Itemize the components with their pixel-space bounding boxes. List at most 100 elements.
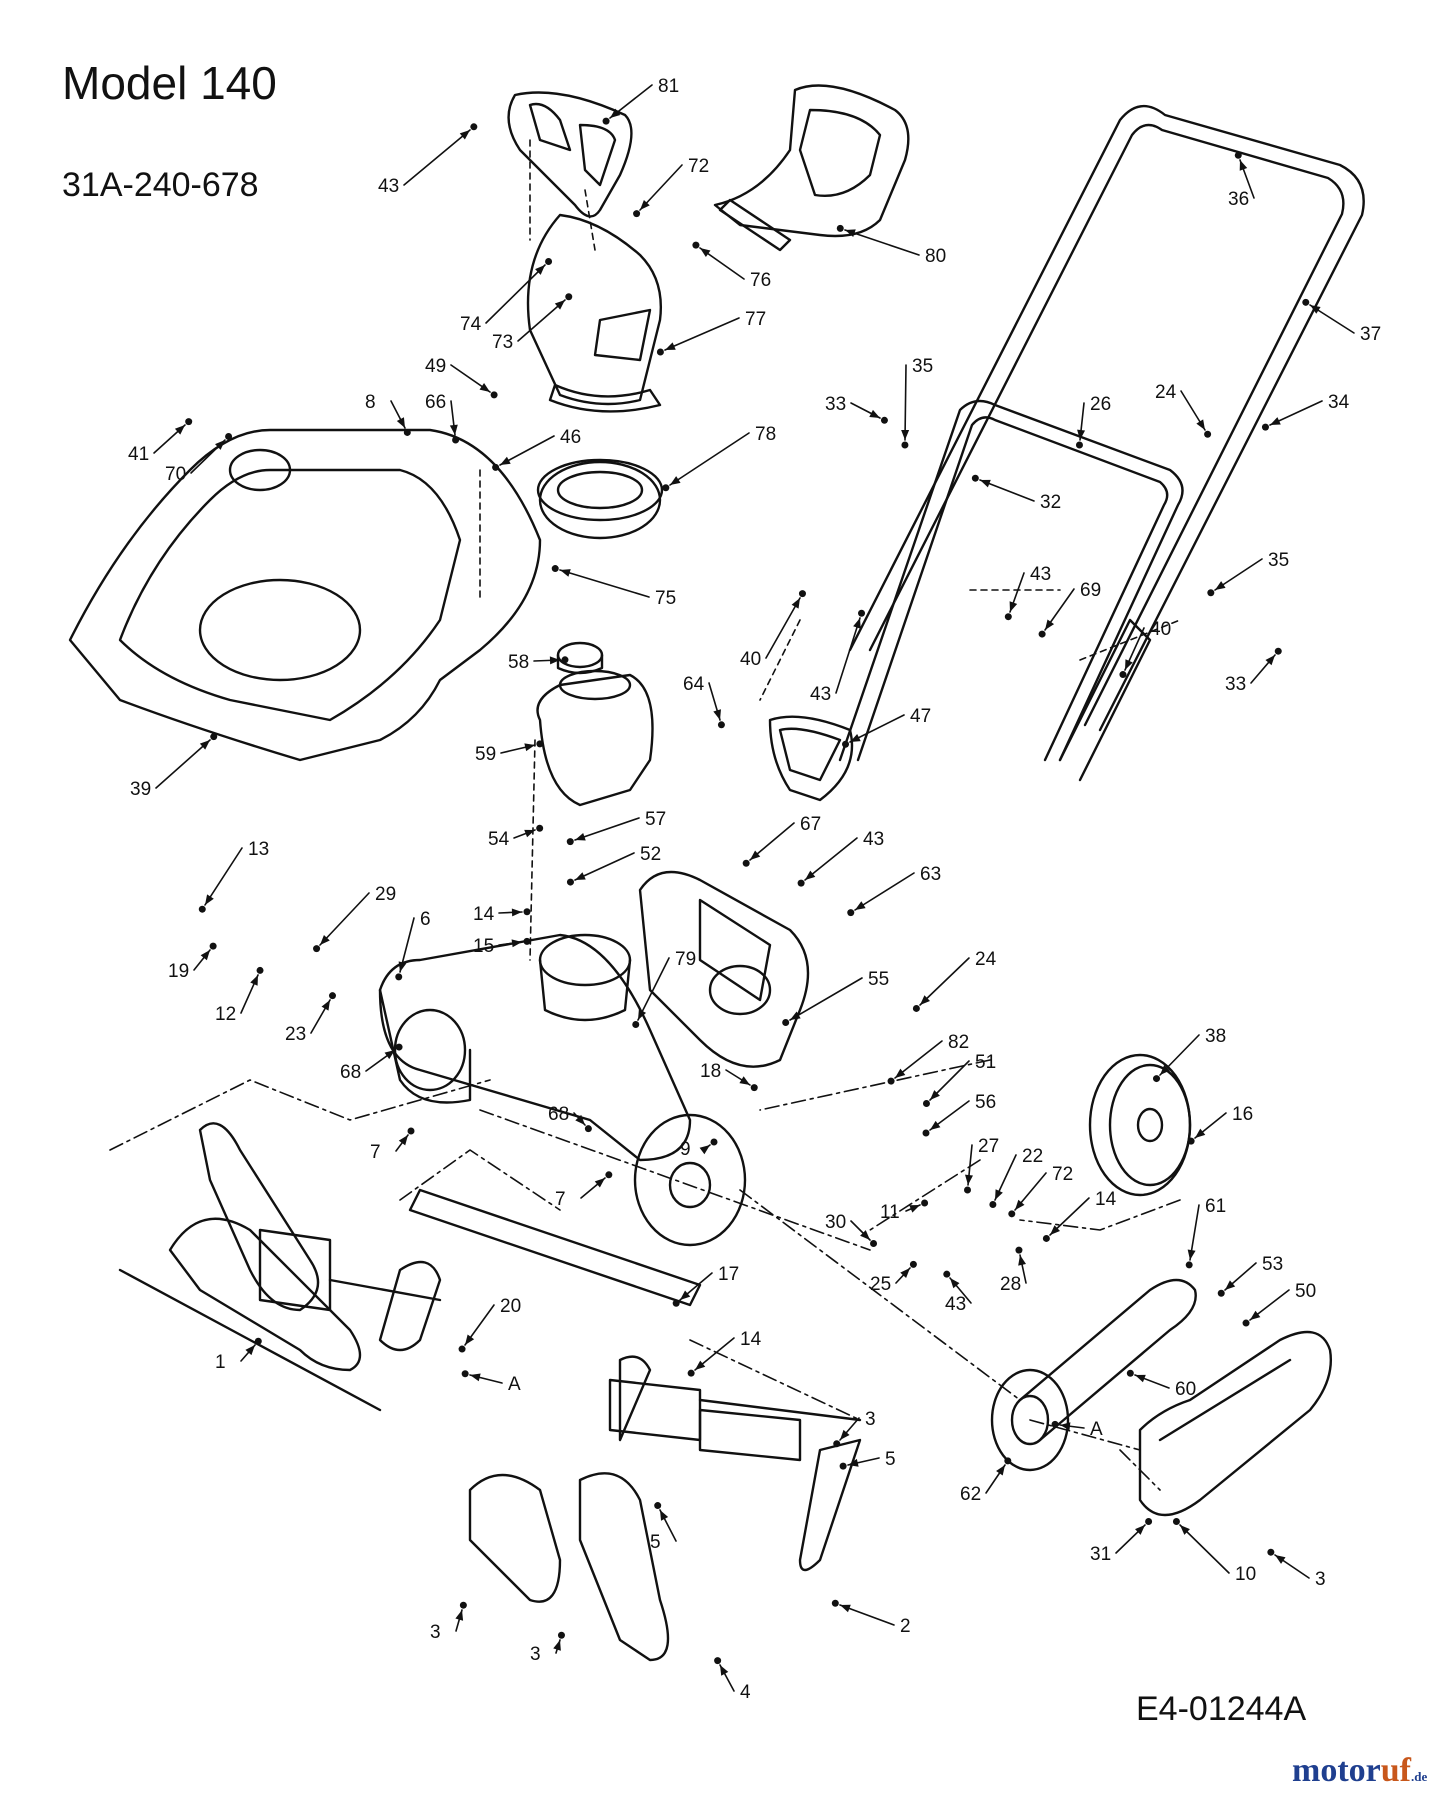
leader-line-29: [319, 892, 370, 946]
part-label-81: 81: [658, 76, 679, 97]
fastener-icon: [225, 433, 233, 441]
arrowhead-icon: [553, 1640, 561, 1651]
shroud-cover: [68, 428, 542, 762]
part-label-46: 46: [560, 427, 581, 448]
fastener-icon: [714, 1657, 722, 1665]
part-label-38: 38: [1205, 1026, 1226, 1047]
fastener-icon: [1126, 1369, 1134, 1377]
part-label-73: 73: [492, 332, 513, 353]
fastener-icon: [831, 1599, 839, 1607]
arrowhead-icon: [850, 733, 861, 742]
arrowhead-icon: [860, 1230, 870, 1240]
part-label-29: 29: [375, 884, 396, 905]
arrowhead-icon: [909, 1205, 920, 1213]
fastener-icon: [1051, 1420, 1059, 1428]
arrowhead-icon: [840, 1604, 851, 1613]
leader-line-74: [485, 264, 546, 324]
part-label-30: 30: [825, 1212, 846, 1233]
arrowhead-icon: [1077, 429, 1086, 440]
arrowhead-icon: [1180, 1525, 1190, 1535]
part-label-43: 43: [945, 1294, 966, 1315]
part-label-4: 4: [740, 1682, 751, 1703]
part-label-33: 33: [1225, 674, 1246, 695]
part-label-80: 80: [925, 246, 946, 267]
fastener-icon: [407, 1127, 415, 1135]
fastener-icon: [839, 1462, 847, 1470]
part-label-17: 17: [718, 1264, 739, 1285]
arrowhead-icon: [1270, 417, 1281, 425]
fastener-icon: [1217, 1289, 1225, 1297]
part-label-14: 14: [740, 1329, 762, 1350]
part-label-50: 50: [1295, 1281, 1316, 1302]
drawing-code: E4-01244A: [1136, 1690, 1307, 1728]
arrowhead-icon: [594, 1178, 605, 1188]
fastener-icon: [672, 1299, 680, 1307]
arrowhead-icon: [245, 1345, 255, 1356]
fastener-icon: [198, 905, 206, 913]
part-label-49: 49: [425, 356, 446, 377]
fastener-icon: [842, 740, 850, 748]
part-label-78: 78: [755, 424, 776, 445]
fastener-icon: [662, 484, 670, 492]
fastener-icon: [847, 909, 855, 917]
arrowhead-icon: [980, 479, 991, 488]
part-label-60: 60: [1175, 1379, 1196, 1400]
arrowhead-icon: [855, 901, 866, 910]
arrowhead-icon: [720, 1665, 729, 1676]
arrowhead-icon: [750, 850, 761, 860]
arrowhead-icon: [1275, 1555, 1286, 1564]
part-label-79: 79: [675, 949, 696, 970]
arrowhead-icon: [845, 229, 856, 237]
fastener-icon: [1075, 441, 1083, 449]
part-label-69: 69: [1080, 580, 1101, 601]
arrowhead-icon: [996, 1465, 1005, 1476]
part-label-62: 62: [960, 1484, 981, 1505]
leader-lines: [153, 84, 1355, 1692]
fastener-icon: [395, 1043, 403, 1051]
fastener-icon: [836, 224, 844, 232]
arrowhead-icon: [459, 130, 470, 140]
fastener-icon: [209, 942, 217, 950]
arrowhead-icon: [670, 476, 681, 485]
fastener-icon: [1119, 671, 1127, 679]
arrowhead-icon: [1215, 581, 1226, 590]
part-label-47: 47: [910, 706, 931, 727]
arrowhead-icon: [699, 1145, 710, 1155]
arrowhead-icon: [700, 248, 711, 258]
fastener-icon: [922, 1129, 930, 1137]
part-label-70: 70: [165, 464, 186, 485]
leader-line-77: [664, 317, 740, 351]
auger-paddles: [468, 1355, 862, 1662]
arrowhead-icon: [965, 1174, 973, 1185]
fastener-icon: [536, 824, 544, 832]
leader-line-57: [574, 817, 640, 841]
arrowhead-icon: [853, 618, 861, 629]
watermark-logo: motoruf.de: [1292, 1752, 1427, 1790]
part-label-54: 54: [488, 829, 510, 850]
fastener-icon: [1302, 298, 1310, 306]
part-label-35: 35: [1268, 550, 1289, 571]
part-label-23: 23: [285, 1024, 306, 1045]
part-label-5: 5: [650, 1532, 661, 1553]
leader-line-52: [574, 852, 635, 881]
part-label-72: 72: [688, 156, 709, 177]
leader-line-55: [789, 977, 863, 1021]
fastener-icon: [880, 416, 888, 424]
arrowhead-icon: [524, 743, 535, 752]
fastener-icon: [654, 1502, 662, 1510]
fastener-icon: [798, 590, 806, 598]
fastener-icon: [901, 441, 909, 449]
arrowhead-icon: [1225, 1280, 1236, 1290]
handle-lower: [838, 399, 1184, 782]
watermark-highlight: uf: [1380, 1752, 1411, 1789]
fastener-icon: [1267, 1548, 1275, 1556]
arrowhead-icon: [895, 1068, 906, 1078]
fuel-tank: [536, 641, 654, 807]
arrowhead-icon: [384, 1050, 395, 1060]
fastener-icon: [545, 257, 553, 265]
engine: [638, 870, 810, 1068]
leader-line-43: [403, 129, 471, 186]
arrowhead-icon: [398, 961, 407, 972]
part-label-7: 7: [555, 1189, 566, 1210]
arrowhead-icon: [1196, 419, 1205, 430]
